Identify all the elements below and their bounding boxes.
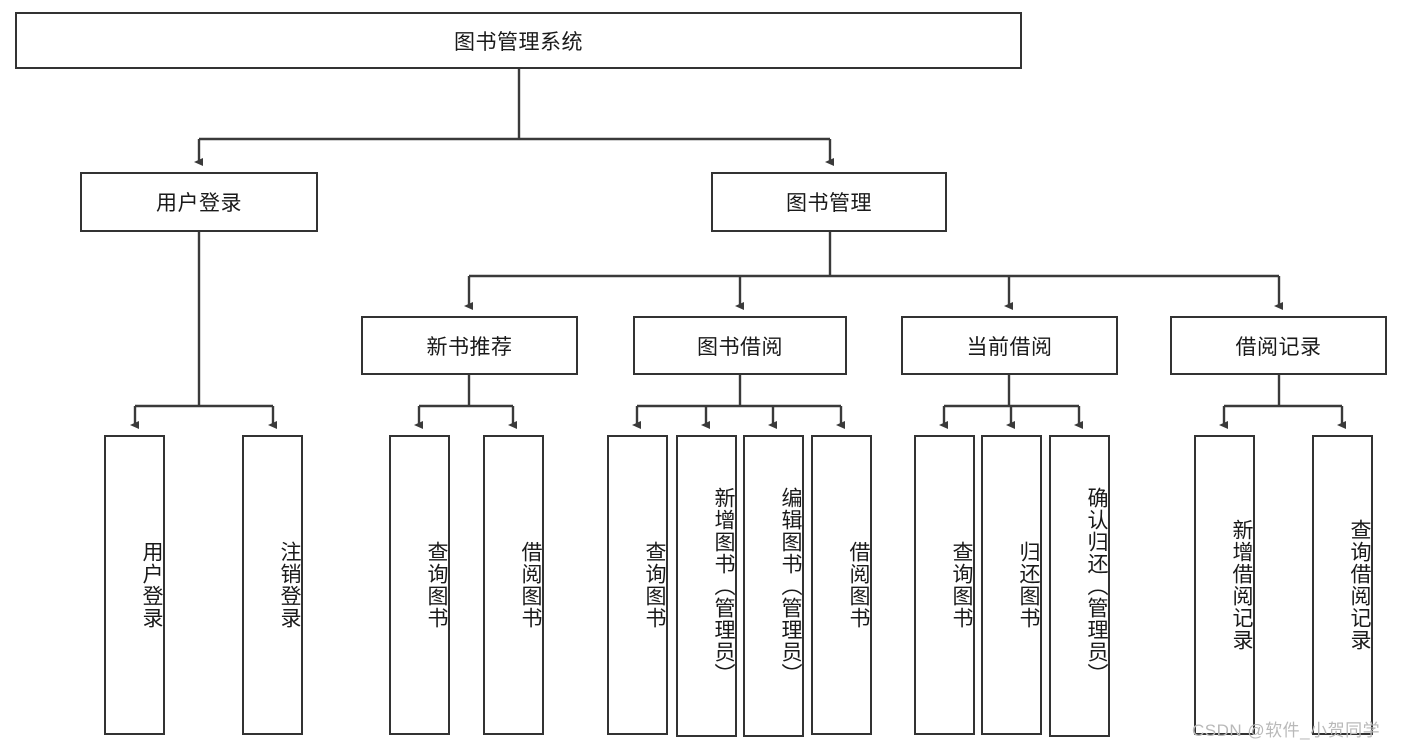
node-leaf-query-book-rec[interactable]: 查询图书 bbox=[389, 435, 450, 735]
node-leaf-logout[interactable]: 注销登录 bbox=[242, 435, 303, 735]
node-leaf-query-book-borrow-label: 查询图书 bbox=[643, 541, 666, 629]
node-leaf-confirm-return-label: 确认归还（管理员） bbox=[1085, 487, 1108, 685]
node-leaf-user-login-label: 用户登录 bbox=[140, 541, 163, 629]
watermark: CSDN @软件_小贺同学 bbox=[1192, 721, 1381, 740]
node-leaf-query-book-cur[interactable]: 查询图书 bbox=[914, 435, 975, 735]
node-leaf-add-book-label: 新增图书（管理员） bbox=[712, 487, 735, 685]
node-new-book-rec[interactable]: 新书推荐 bbox=[361, 316, 578, 375]
node-leaf-borrow-book-rec[interactable]: 借阅图书 bbox=[483, 435, 544, 735]
node-current-borrow-label: 当前借阅 bbox=[966, 335, 1053, 359]
node-book-manage-label: 图书管理 bbox=[786, 192, 872, 215]
node-leaf-query-book-rec-label: 查询图书 bbox=[425, 541, 448, 629]
node-leaf-edit-book[interactable]: 编辑图书（管理员） bbox=[743, 435, 804, 737]
node-user-login[interactable]: 用户登录 bbox=[80, 172, 318, 232]
node-leaf-user-login[interactable]: 用户登录 bbox=[104, 435, 165, 735]
node-leaf-query-book-cur-label: 查询图书 bbox=[950, 541, 973, 629]
node-book-borrow-label: 图书借阅 bbox=[697, 335, 783, 359]
node-leaf-query-record[interactable]: 查询借阅记录 bbox=[1312, 435, 1373, 735]
node-book-manage[interactable]: 图书管理 bbox=[711, 172, 947, 232]
node-leaf-query-book-borrow[interactable]: 查询图书 bbox=[607, 435, 668, 735]
node-new-book-rec-label: 新书推荐 bbox=[426, 335, 513, 359]
node-leaf-return-book-label: 归还图书 bbox=[1017, 541, 1040, 629]
node-leaf-add-record[interactable]: 新增借阅记录 bbox=[1194, 435, 1255, 735]
node-borrow-record[interactable]: 借阅记录 bbox=[1170, 316, 1387, 375]
node-book-borrow[interactable]: 图书借阅 bbox=[633, 316, 847, 375]
node-leaf-edit-book-label: 编辑图书（管理员） bbox=[779, 487, 802, 685]
node-root[interactable]: 图书管理系统 bbox=[15, 12, 1022, 69]
node-leaf-add-record-label: 新增借阅记录 bbox=[1230, 519, 1253, 651]
node-current-borrow[interactable]: 当前借阅 bbox=[901, 316, 1118, 375]
node-leaf-borrow-book-rec-label: 借阅图书 bbox=[519, 541, 542, 629]
node-borrow-record-label: 借阅记录 bbox=[1235, 335, 1322, 359]
node-leaf-logout-label: 注销登录 bbox=[278, 541, 301, 629]
node-leaf-query-record-label: 查询借阅记录 bbox=[1348, 519, 1371, 651]
node-leaf-borrow-book[interactable]: 借阅图书 bbox=[811, 435, 872, 735]
node-leaf-return-book[interactable]: 归还图书 bbox=[981, 435, 1042, 735]
node-root-label: 图书管理系统 bbox=[454, 30, 583, 54]
node-leaf-borrow-book-label: 借阅图书 bbox=[847, 541, 870, 629]
node-leaf-confirm-return[interactable]: 确认归还（管理员） bbox=[1049, 435, 1110, 737]
node-leaf-add-book[interactable]: 新增图书（管理员） bbox=[676, 435, 737, 737]
node-user-login-label: 用户登录 bbox=[156, 192, 242, 215]
